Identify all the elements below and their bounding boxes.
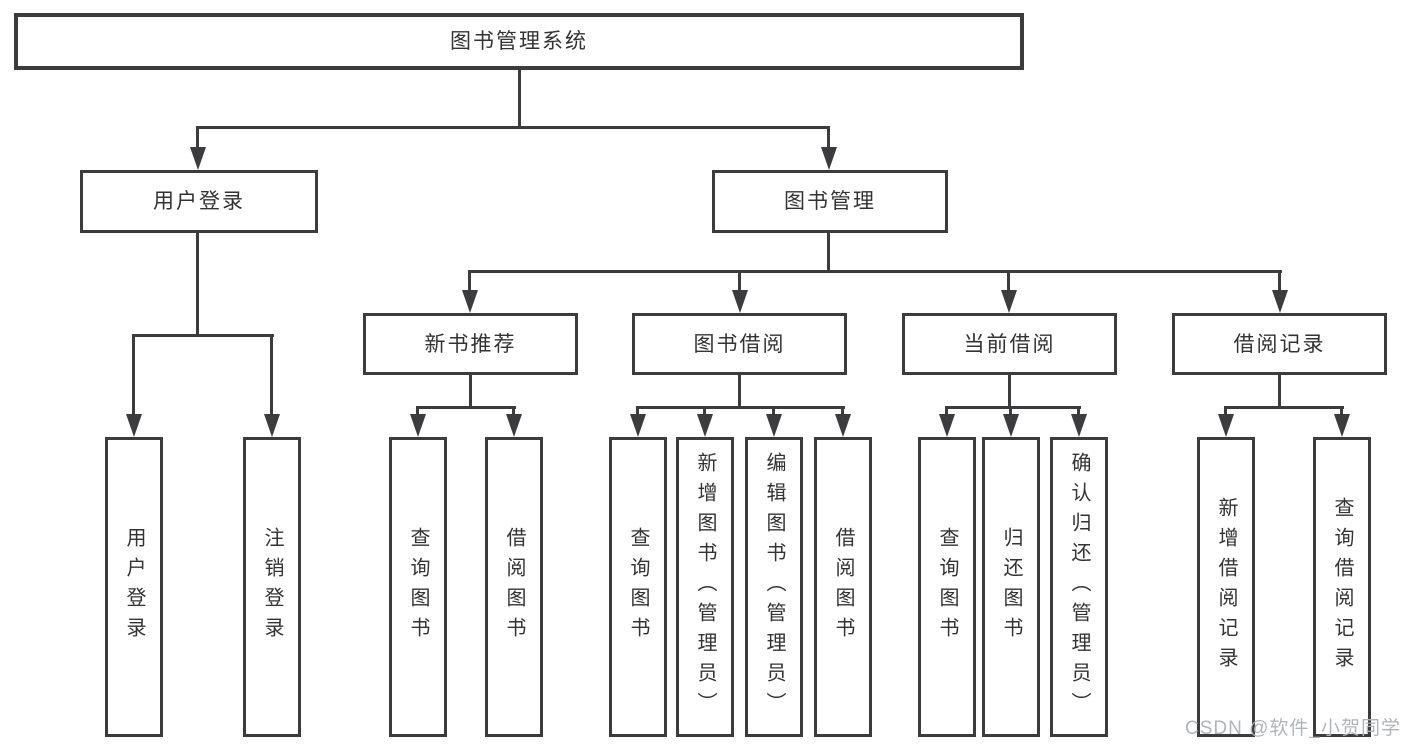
connector-line — [945, 406, 1081, 409]
connector-line — [468, 270, 471, 294]
node-user-login: 用户登录 — [80, 170, 318, 233]
connector-line — [512, 406, 515, 418]
node-leaf-nb-borrow-books: 借阅图书 — [485, 437, 543, 737]
connector-line — [1077, 406, 1080, 418]
node-leaf-br-add-record: 新增借阅记录 — [1197, 437, 1255, 737]
node-leaf-cb-confirm-return: 确认归还（管理员） — [1050, 437, 1108, 737]
arrow-down-icon — [506, 414, 522, 437]
arrow-down-icon — [1272, 290, 1288, 313]
node-leaf-cb-return-books: 归还图书 — [982, 437, 1040, 737]
arrow-down-icon — [1003, 414, 1019, 437]
connector-line — [841, 406, 844, 418]
connector-line — [738, 270, 741, 294]
arrow-down-icon — [264, 414, 280, 437]
arrow-down-icon — [835, 414, 851, 437]
arrow-down-icon — [939, 414, 955, 437]
node-book-management: 图书管理 — [712, 170, 948, 233]
node-current-borrowing: 当前借阅 — [902, 313, 1117, 375]
node-leaf-bb-add-books: 新增图书（管理员） — [676, 437, 734, 737]
connector-line — [827, 233, 830, 273]
arrow-down-icon — [190, 147, 206, 170]
node-leaf-user-login: 用户登录 — [105, 437, 163, 737]
node-book-borrowing: 图书借阅 — [632, 313, 847, 375]
arrow-down-icon — [766, 414, 782, 437]
node-leaf-bb-query-books: 查询图书 — [609, 437, 667, 737]
connector-line — [703, 406, 706, 418]
arrow-down-icon — [1001, 290, 1017, 313]
connector-line — [196, 233, 199, 337]
watermark-text: CSDN @软件_小贺同学 — [1185, 718, 1401, 739]
connector-line — [416, 406, 419, 418]
arrow-down-icon — [126, 414, 142, 437]
connector-line — [1224, 406, 1227, 418]
connector-line — [1340, 406, 1343, 418]
arrow-down-icon — [1334, 414, 1350, 437]
node-library-management-system: 图书管理系统 — [14, 13, 1024, 70]
connector-line — [196, 126, 199, 150]
connector-line — [469, 375, 472, 409]
node-leaf-cb-query-books: 查询图书 — [918, 437, 976, 737]
arrow-down-icon — [1071, 414, 1087, 437]
connector-line — [1278, 375, 1281, 409]
connector-line — [518, 69, 521, 129]
connector-line — [416, 406, 516, 409]
node-borrowing-records: 借阅记录 — [1172, 313, 1387, 375]
connector-line — [468, 270, 1282, 273]
connector-line — [1009, 406, 1012, 418]
node-leaf-bb-borrow-books: 借阅图书 — [814, 437, 872, 737]
node-new-book-recommend: 新书推荐 — [363, 313, 578, 375]
connector-line — [1278, 270, 1281, 294]
arrow-down-icon — [1218, 414, 1234, 437]
connector-line — [772, 406, 775, 418]
connector-line — [1224, 406, 1344, 409]
node-leaf-br-query-record: 查询借阅记录 — [1313, 437, 1371, 737]
connector-line — [270, 334, 273, 418]
arrow-down-icon — [821, 147, 837, 170]
connector-line — [827, 126, 830, 150]
arrow-down-icon — [630, 414, 646, 437]
connector-line — [196, 126, 830, 129]
connector-line — [1007, 270, 1010, 294]
connector-line — [1008, 375, 1011, 409]
arrow-down-icon — [697, 414, 713, 437]
arrow-down-icon — [732, 290, 748, 313]
connector-line — [636, 406, 845, 409]
connector-line — [132, 334, 135, 418]
connector-line — [636, 406, 639, 418]
connector-line — [738, 375, 741, 409]
node-leaf-logout: 注销登录 — [243, 437, 301, 737]
node-leaf-bb-edit-books: 编辑图书（管理员） — [745, 437, 803, 737]
connector-line — [945, 406, 948, 418]
arrow-down-icon — [462, 290, 478, 313]
connector-line — [132, 334, 274, 337]
node-leaf-nb-query-books: 查询图书 — [389, 437, 447, 737]
arrow-down-icon — [410, 414, 426, 437]
